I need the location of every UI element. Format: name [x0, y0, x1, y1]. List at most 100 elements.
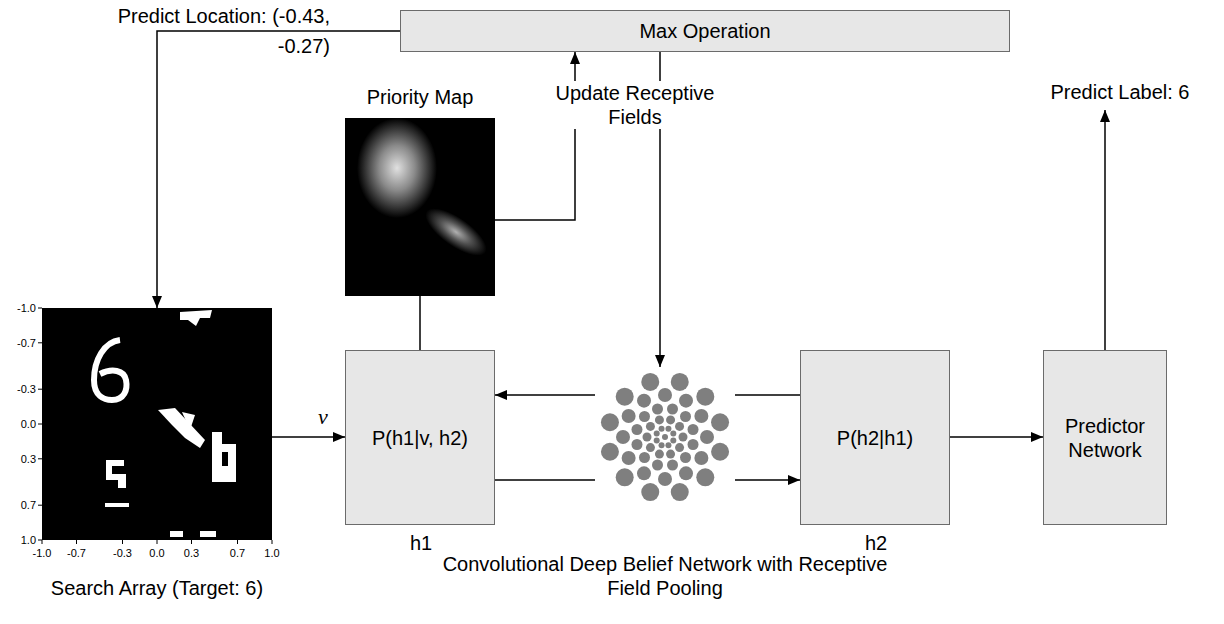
receptive-field	[641, 373, 659, 391]
axis-tick-label: 0.7	[222, 547, 254, 560]
receptive-field	[646, 443, 655, 452]
receptive-field	[711, 443, 729, 461]
node-heading: Convolutional Deep Belief Network with R…	[440, 552, 890, 600]
layer-box: P(h1|v, h2)h1	[345, 350, 495, 525]
receptive-field	[675, 443, 684, 452]
receptive-field	[631, 424, 642, 435]
tick-mark	[38, 458, 42, 459]
axis-tick-label: -0.3	[107, 547, 139, 560]
priority-map-ground	[345, 118, 495, 296]
digit-fragment	[170, 531, 183, 537]
axis-tick-label: 0.7	[2, 499, 36, 512]
receptive-field	[652, 403, 663, 414]
receptive-field	[667, 403, 678, 414]
tick-mark	[122, 540, 123, 544]
axis-tick-label: 0.3	[2, 453, 36, 466]
node-heading: Search Array (Target: 6)	[2, 576, 312, 600]
axis-tick-label: 0.0	[141, 547, 173, 560]
connector	[735, 479, 800, 481]
axis-ticks	[38, 308, 272, 544]
label-anchor: -0.7	[2, 337, 36, 350]
receptive-field	[641, 483, 659, 501]
tick-mark	[76, 540, 77, 544]
receptive-field	[696, 388, 714, 406]
receptive-field	[637, 394, 651, 408]
priority-map: Priority Map	[345, 118, 495, 296]
priority-blob	[357, 118, 437, 218]
receptive-field	[665, 442, 671, 448]
search-array-image	[42, 308, 272, 540]
search-array-ground	[42, 308, 272, 540]
label-anchor: -0.3	[107, 547, 139, 560]
label-anchor: -0.3	[2, 383, 36, 396]
label-anchor: 1.0	[2, 534, 36, 547]
node-heading: Priority Map	[315, 85, 525, 109]
axis-tick-label: 1.0	[256, 547, 288, 560]
tick-mark	[157, 540, 158, 544]
receptive-field	[670, 431, 676, 437]
label-anchor: 0.0	[141, 547, 173, 560]
digit-fragment	[106, 460, 126, 488]
receptive-field	[679, 466, 693, 480]
receptive-field	[675, 422, 684, 431]
receptive-field	[616, 430, 630, 444]
receptive-field	[622, 409, 636, 423]
receptive-field	[688, 439, 699, 450]
tick-mark	[38, 389, 42, 390]
tick-mark	[272, 540, 273, 544]
receptive-field	[688, 424, 699, 435]
receptive-field	[679, 433, 688, 442]
receptive-field-pooling	[601, 373, 729, 501]
node-text: P(h2|h1)	[837, 426, 913, 450]
axis-tick-label: -1.0	[26, 547, 58, 560]
digit-hole	[222, 452, 228, 466]
tick-mark	[38, 424, 42, 425]
digit-fragment	[182, 412, 195, 430]
axis-tick-label: -1.0	[2, 302, 36, 315]
axis-tick-label: -0.7	[61, 547, 93, 560]
label-anchor: -1.0	[2, 302, 36, 315]
digit-fragment	[200, 531, 216, 537]
pooling-cluster: Convolutional Deep Belief Network with R…	[595, 367, 735, 507]
receptive-field	[711, 413, 729, 431]
node-heading: h2	[801, 531, 951, 555]
receptive-field	[658, 388, 672, 402]
receptive-field	[671, 483, 689, 501]
edge-label: v	[310, 404, 336, 430]
node-text: P(h1|v, h2)	[372, 426, 468, 450]
operation-box: Max Operation	[400, 10, 1010, 52]
label-anchor: 0.3	[2, 453, 36, 466]
receptive-field	[616, 468, 634, 486]
receptive-field	[696, 468, 714, 486]
digit-fragment	[212, 432, 236, 482]
tick-mark	[191, 540, 192, 544]
receptive-field	[694, 409, 708, 423]
receptive-field	[652, 460, 663, 471]
receptive-field	[670, 437, 676, 443]
priority-blob	[418, 200, 493, 264]
tick-mark	[38, 308, 42, 309]
connector	[272, 436, 345, 438]
text-anchor: Priority Map	[315, 85, 525, 109]
search-array: Search Array (Target: 6)	[42, 308, 272, 540]
receptive-field	[643, 433, 652, 442]
predictor-box: Predictor Network	[1043, 350, 1167, 525]
receptive-field	[680, 411, 691, 422]
digit-fragment	[158, 408, 205, 448]
receptive-field	[666, 450, 675, 459]
receptive-field	[671, 373, 689, 391]
axis-tick-label: 0.0	[2, 418, 36, 431]
connector	[157, 31, 400, 308]
receptive-field	[659, 442, 665, 448]
text-anchor: h1	[346, 531, 496, 555]
text-anchor: Convolutional Deep Belief Network with R…	[440, 552, 890, 600]
receptive-field	[659, 426, 665, 432]
receptive-field	[694, 451, 708, 465]
output-label: Predict Label: 6	[1025, 80, 1215, 104]
connector	[950, 436, 1043, 438]
label-anchor: -1.0	[26, 547, 58, 560]
edge-label: Update Receptive Fields	[525, 81, 745, 129]
label-anchor: 0.7	[222, 547, 254, 560]
tick-mark	[42, 540, 43, 544]
